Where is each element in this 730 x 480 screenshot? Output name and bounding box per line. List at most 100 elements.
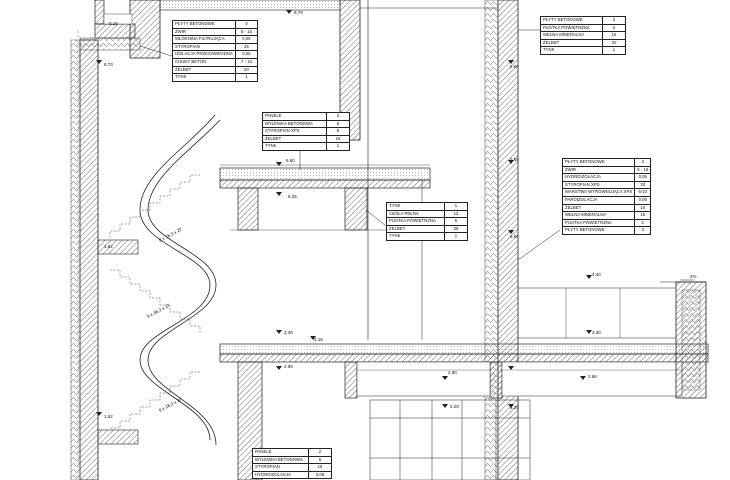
layer-thickness: 3 <box>234 20 259 29</box>
elevation-label: 4.40 <box>592 272 601 277</box>
layer-thickness: 25 <box>234 42 259 52</box>
layer-thickness: 7 - 15 <box>234 57 259 67</box>
layer-thickness: 15 <box>308 463 332 472</box>
layer-name: TYNK <box>172 73 236 82</box>
layer-thickness: 5 - 15 <box>634 165 652 175</box>
layer-name: IZOLACJA PRZECIWWODNA <box>172 50 236 59</box>
layer-name: TYNK <box>262 142 327 151</box>
layer-name: PŁYTY BETONOWE <box>561 226 636 235</box>
layer-thickness: 3 <box>634 158 652 167</box>
stair-label-middle: 9 x 16,3 x 27 <box>146 302 171 318</box>
layer-name: PANELE <box>262 112 327 121</box>
layer-thickness: 5 - 15 <box>234 27 259 37</box>
layer-thickness: 0,05 <box>634 173 652 182</box>
layer-name: WŁÓKNINA FILTRUJĄCA <box>172 35 236 44</box>
layer-name: ŻELBET <box>172 65 236 75</box>
layer-name: TYNK <box>386 202 445 211</box>
layer-name: ŻELBET <box>386 224 445 234</box>
layer-name: PANELE <box>252 448 309 457</box>
elevation-label: 6.60 <box>286 158 295 163</box>
layer-name: PŁYTY BETONOWE <box>172 20 236 29</box>
elevation-label: 2.90 <box>448 370 457 375</box>
elevation-label: 2.66 <box>588 374 597 379</box>
stair-landings <box>97 239 139 445</box>
layer-name: PŁYTY BETONOWE <box>561 158 636 167</box>
layer-thickness: 16 <box>326 134 350 144</box>
layer-thickness: 1 <box>326 142 350 151</box>
layer-name: TYNK <box>540 46 603 55</box>
layer-thickness: 0,05 <box>234 50 259 59</box>
layer-thickness: 6 <box>308 455 332 465</box>
layer-thickness: 15 <box>602 31 626 40</box>
elevation-label: 6.25 <box>288 194 297 199</box>
layer-thickness: 6-10 <box>634 188 652 197</box>
layer-thickness: 0,05 <box>308 470 332 480</box>
layer-name: CHUDY BETON <box>172 57 236 67</box>
layer-name: HYDROIZOLACJA <box>252 470 309 480</box>
elevation-label: 9.70 <box>294 10 303 15</box>
layer-name: STYROPIAN XPS <box>561 180 636 190</box>
layer-name: PUSTKA POWIETRZNA <box>386 217 445 226</box>
upper-left-roof-edge <box>79 0 341 59</box>
roof-slope-arrow <box>676 279 706 283</box>
layer-name: WEŁNA MINERALNA <box>561 211 636 220</box>
elevation-label: 2.90 <box>284 364 293 369</box>
layer-name: ŻELBET <box>540 38 603 48</box>
left-exterior-wall <box>70 30 99 480</box>
layer-thickness: 2 <box>602 23 626 33</box>
layer-name: ŻELBET <box>262 134 327 144</box>
layer-thickness: 2 <box>308 448 332 457</box>
layer-thickness: 0,05 <box>234 35 259 44</box>
elevation-label: 0.16 <box>109 21 118 26</box>
layer-thickness: 1 <box>444 232 468 241</box>
layer-thickness: 20 <box>234 65 259 75</box>
stair-label-upper: 8 x 16,3 x 27 <box>158 226 183 242</box>
layer-name: PUSTKA POWIETRZNA <box>561 218 636 228</box>
layer-thickness: 1 <box>602 46 626 55</box>
layer-name: CEGŁA PEŁNA <box>386 209 445 219</box>
layer-thickness: 15 <box>634 211 652 220</box>
elevation-label: 6.60 <box>510 234 519 239</box>
elevation-label: 2% <box>690 274 697 279</box>
layer-thickness: 25 <box>444 224 468 234</box>
layer-name: WYLEWKA BETONOWA <box>252 455 309 465</box>
stair-flights <box>109 174 201 429</box>
layer-thickness: 6 <box>326 119 350 129</box>
layer-name: HYDROIZOLACJA <box>561 173 636 182</box>
lower-floor-slab <box>219 343 709 480</box>
layer-name: WEŁNA MINERALNA <box>540 31 603 40</box>
middle-floor-slab <box>219 164 431 231</box>
